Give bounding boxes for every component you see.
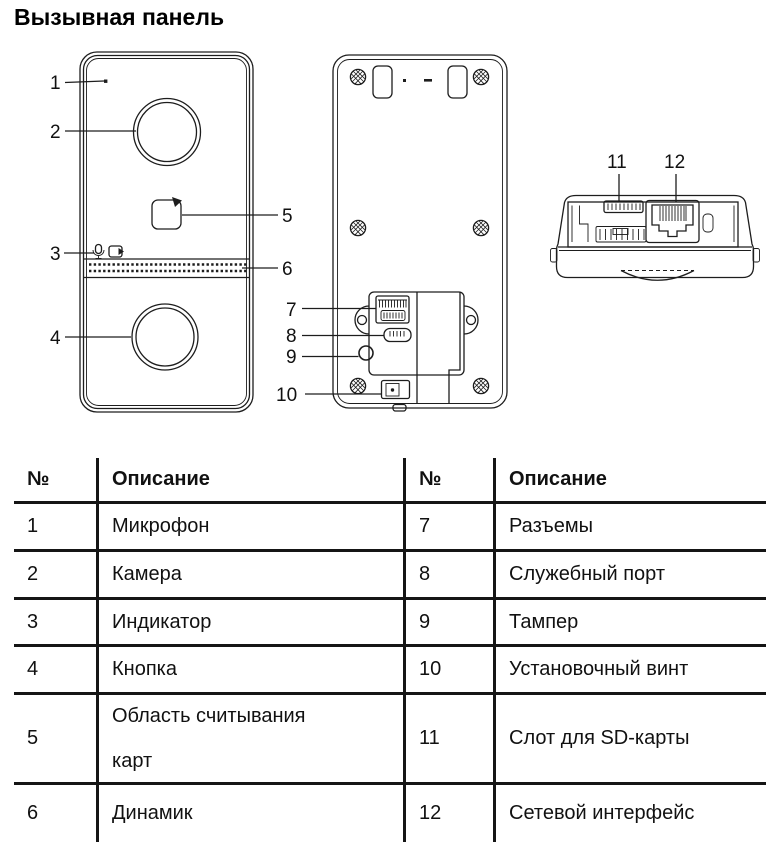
row-num-cell: 12 [403,785,493,842]
callout-9: 9 [286,347,297,368]
callout-2: 2 [50,122,61,143]
card-reader-area [151,197,182,230]
callout-5: 5 [282,206,293,227]
card-icon [108,245,124,258]
row-desc-cell: Установочный винт [493,647,766,695]
row-num-cell: 8 [403,552,493,600]
callout-1: 1 [50,73,61,94]
row-num-cell: 4 [14,647,96,695]
col-header-desc: Описание [96,458,403,504]
mounting-hole-left [372,65,393,99]
row-num-cell: 6 [27,802,39,824]
internal-connector [595,226,647,243]
row-desc-cell: Область считывания карт [96,695,403,785]
service-port [383,327,412,343]
speaker-grille [89,263,247,273]
row-num-cell: 7 [403,504,493,552]
mounting-hole-right [447,65,468,99]
callout-11: 11 [607,152,627,173]
row-desc-cell: Сетевой интерфейс [493,785,766,842]
tamper-button [358,345,374,361]
bottom-view [550,194,760,281]
row-num-cell: 10 [403,647,493,695]
row-desc-cell: Служебный порт [493,552,766,600]
cable-channel [392,292,461,412]
callout-leader-lines [64,80,677,395]
row-desc-cell: Разъемы [493,504,766,552]
callout-numbers: 1 2 3 4 5 6 7 8 9 10 11 12 [50,73,685,406]
col-header-num: № [403,458,493,504]
row-desc-cell: Динамик [96,785,403,842]
rear-panel-view [332,54,508,412]
row-num-cell: 9 [403,600,493,647]
row-desc-cell: Камера [96,552,403,600]
row-num-cell: 2 [14,552,96,600]
callout-8: 8 [286,326,297,347]
legend-table: № Описание № Описание 1 Микрофон 7 Разъе… [14,458,766,842]
terminal-connectors [375,295,410,324]
call-button [131,303,199,371]
row-num-cell: 5 [14,695,96,785]
microphone-hole [104,79,108,83]
sd-card-slot [603,200,644,214]
row-desc-cell: Кнопка [96,647,403,695]
network-interface-port [645,199,700,244]
callout-12: 12 [664,152,685,173]
col-header-num: № [14,458,96,504]
callout-3: 3 [50,244,61,265]
row-num-cell: 3 [14,600,96,647]
col-header-desc: Описание [493,458,766,504]
camera-lens [132,97,202,167]
row-desc-cell: Микрофон [96,504,403,552]
row-desc-cell: Слот для SD-карты [493,695,766,785]
row-num-cell: 1 [14,504,96,552]
device-diagram: 1 2 3 4 5 6 7 8 9 10 11 12 [50,51,760,413]
callout-7: 7 [286,300,297,321]
callout-6: 6 [282,259,293,280]
row-desc-cell: Тампер [493,600,766,647]
page-title: Вызывная панель [14,4,225,30]
front-panel-view [79,51,254,413]
microphone-icon [92,243,105,259]
callout-4: 4 [50,328,61,349]
callout-10: 10 [276,385,297,406]
row-desc-cell: Индикатор [96,600,403,647]
setup-screw [380,379,411,400]
row-num-cell: 11 [403,695,493,785]
